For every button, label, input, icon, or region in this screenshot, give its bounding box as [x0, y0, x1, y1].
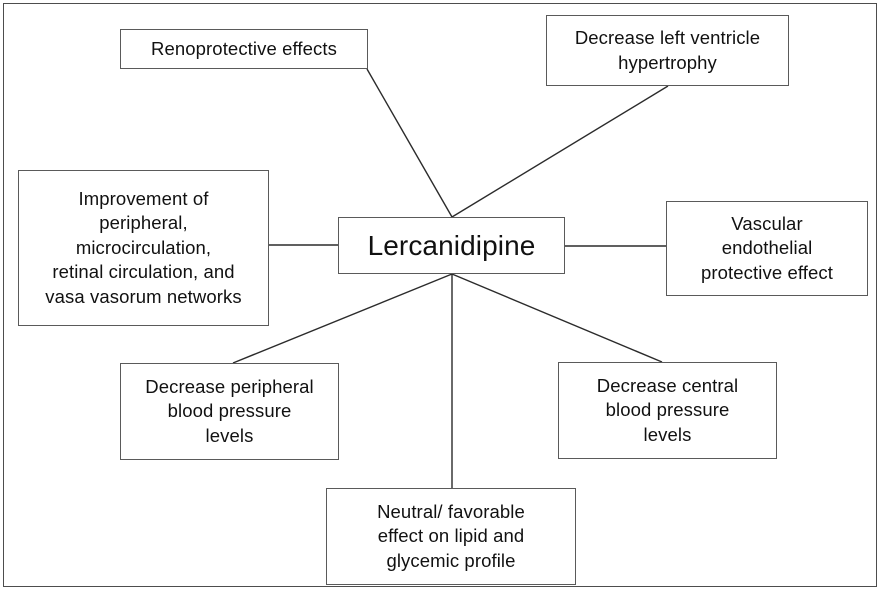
node-decrease-peripheral-blood-pressure-levels[interactable]: Decrease peripheral blood pressure level… [120, 363, 339, 460]
node-vascular-endothelial-protective-effect[interactable]: Vascular endothelial protective effect [666, 201, 868, 296]
edge-renoprotective [366, 68, 453, 218]
node-decrease-left-ventricle-hypertrophy[interactable]: Decrease left ventricle hypertrophy [546, 15, 789, 86]
node-decrease-central-blood-pressure-levels[interactable]: Decrease central blood pressure levels [558, 362, 777, 459]
node-label: Decrease central blood pressure levels [596, 374, 739, 445]
edge-peripheral-bp [232, 273, 453, 364]
node-label: Renoprotective effects [151, 37, 337, 59]
node-renoprotective-effects[interactable]: Renoprotective effects [120, 29, 368, 69]
node-improvement-of-microcirculation[interactable]: Improvement of peripheral, microcirculat… [18, 170, 269, 326]
node-label: Decrease left ventricle hypertrophy [574, 26, 761, 73]
edge-central-bp [451, 273, 663, 363]
node-label: Improvement of peripheral, microcirculat… [45, 187, 242, 307]
node-label: Lercanidipine [367, 229, 536, 261]
node-label: Vascular endothelial protective effect [701, 212, 833, 283]
edge-lv-hypertrophy [451, 85, 669, 218]
node-label: Neutral/ favorable effect on lipid and g… [377, 500, 525, 571]
node-lercanidipine[interactable]: Lercanidipine [338, 217, 565, 274]
node-neutral-favorable-lipid-glycemic[interactable]: Neutral/ favorable effect on lipid and g… [326, 488, 576, 585]
node-label: Decrease peripheral blood pressure level… [145, 375, 314, 446]
